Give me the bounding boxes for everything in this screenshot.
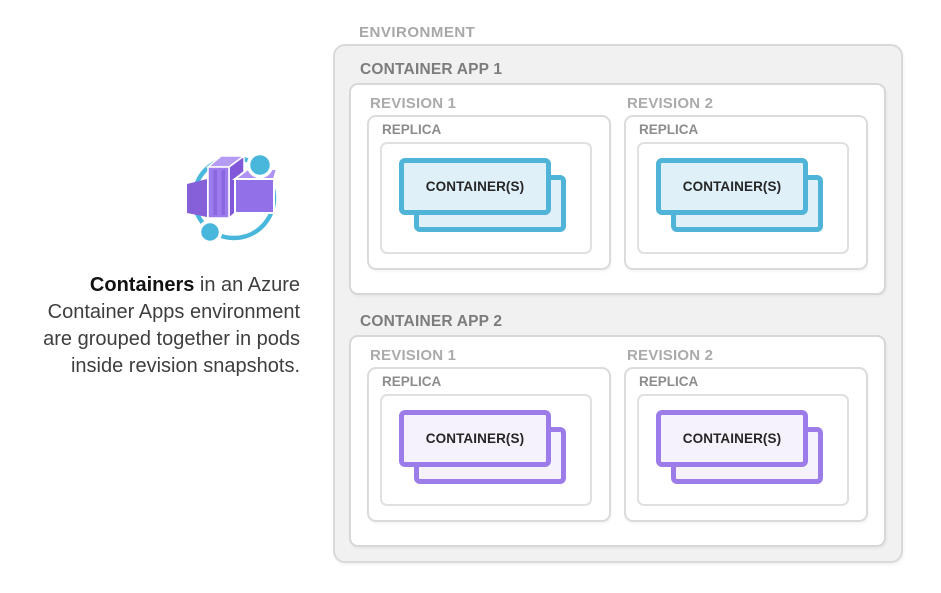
caption-line-4: inside revision snapshots. bbox=[70, 355, 300, 377]
app2-revision-2: REVISION 2 REPLICA CONTAINER(S) bbox=[624, 347, 868, 522]
revision-box: REPLICA CONTAINER(S) bbox=[367, 115, 611, 270]
container-card-front: CONTAINER(S) bbox=[656, 158, 808, 215]
caption-bold: Containers bbox=[89, 274, 195, 296]
orbit-dot-bottom bbox=[197, 219, 223, 245]
app1-revision-2: REVISION 2 REPLICA CONTAINER(S) bbox=[624, 95, 868, 270]
environment-box: CONTAINER APP 1 REVISION 1 REPLICA CONTA… bbox=[333, 44, 903, 563]
right-cube-front bbox=[234, 178, 275, 214]
container-app-1-label: CONTAINER APP 1 bbox=[360, 61, 503, 78]
replica-label: REPLICA bbox=[639, 122, 699, 137]
revision-label: REVISION 1 bbox=[370, 347, 457, 364]
replica-box: CONTAINER(S) bbox=[380, 142, 592, 254]
containers-label: CONTAINER(S) bbox=[682, 179, 782, 194]
replica-box: CONTAINER(S) bbox=[637, 394, 849, 506]
containers-label: CONTAINER(S) bbox=[425, 179, 525, 194]
container-app-1: CONTAINER APP 1 REVISION 1 REPLICA CONTA… bbox=[349, 61, 886, 295]
caption-line-1: Containers in an Azure bbox=[0, 272, 300, 299]
container-app-2: CONTAINER APP 2 REVISION 1 REPLICA CONTA… bbox=[349, 313, 886, 547]
orbit-dot-top bbox=[246, 151, 274, 179]
replica-label: REPLICA bbox=[382, 122, 442, 137]
container-card-front: CONTAINER(S) bbox=[399, 158, 551, 215]
caption-line-3: are grouped together in pods bbox=[43, 328, 300, 350]
revision-label: REVISION 2 bbox=[627, 347, 714, 364]
app2-revision-1: REVISION 1 REPLICA CONTAINER(S) bbox=[367, 347, 611, 522]
caption-line-1-text: in an Azure bbox=[194, 274, 300, 296]
main-cube-front bbox=[207, 166, 230, 219]
container-app-2-box: REVISION 1 REPLICA CONTAINER(S) REVISION… bbox=[349, 335, 886, 547]
azure-container-apps-icon-svg bbox=[187, 151, 279, 245]
revision-label: REVISION 1 bbox=[370, 95, 457, 112]
caption-line-2: Container Apps environment bbox=[47, 301, 300, 323]
replica-box: CONTAINER(S) bbox=[637, 142, 849, 254]
caption: Containers in an Azure Container Apps en… bbox=[0, 272, 300, 380]
revision-box: REPLICA CONTAINER(S) bbox=[624, 115, 868, 270]
left-slab bbox=[187, 179, 207, 217]
replica-label: REPLICA bbox=[382, 374, 442, 389]
replica-label: REPLICA bbox=[639, 374, 699, 389]
container-app-1-box: REVISION 1 REPLICA CONTAINER(S) REVISION… bbox=[349, 83, 886, 295]
revision-box: REPLICA CONTAINER(S) bbox=[367, 367, 611, 522]
containers-label: CONTAINER(S) bbox=[682, 431, 782, 446]
revision-box: REPLICA CONTAINER(S) bbox=[624, 367, 868, 522]
azure-container-apps-icon bbox=[182, 146, 282, 246]
container-card-front: CONTAINER(S) bbox=[399, 410, 551, 467]
replica-box: CONTAINER(S) bbox=[380, 394, 592, 506]
environment-label: ENVIRONMENT bbox=[359, 24, 476, 41]
container-app-2-label: CONTAINER APP 2 bbox=[360, 313, 503, 330]
app1-revision-1: REVISION 1 REPLICA CONTAINER(S) bbox=[367, 95, 611, 270]
containers-label: CONTAINER(S) bbox=[425, 431, 525, 446]
revision-label: REVISION 2 bbox=[627, 95, 714, 112]
container-card-front: CONTAINER(S) bbox=[656, 410, 808, 467]
